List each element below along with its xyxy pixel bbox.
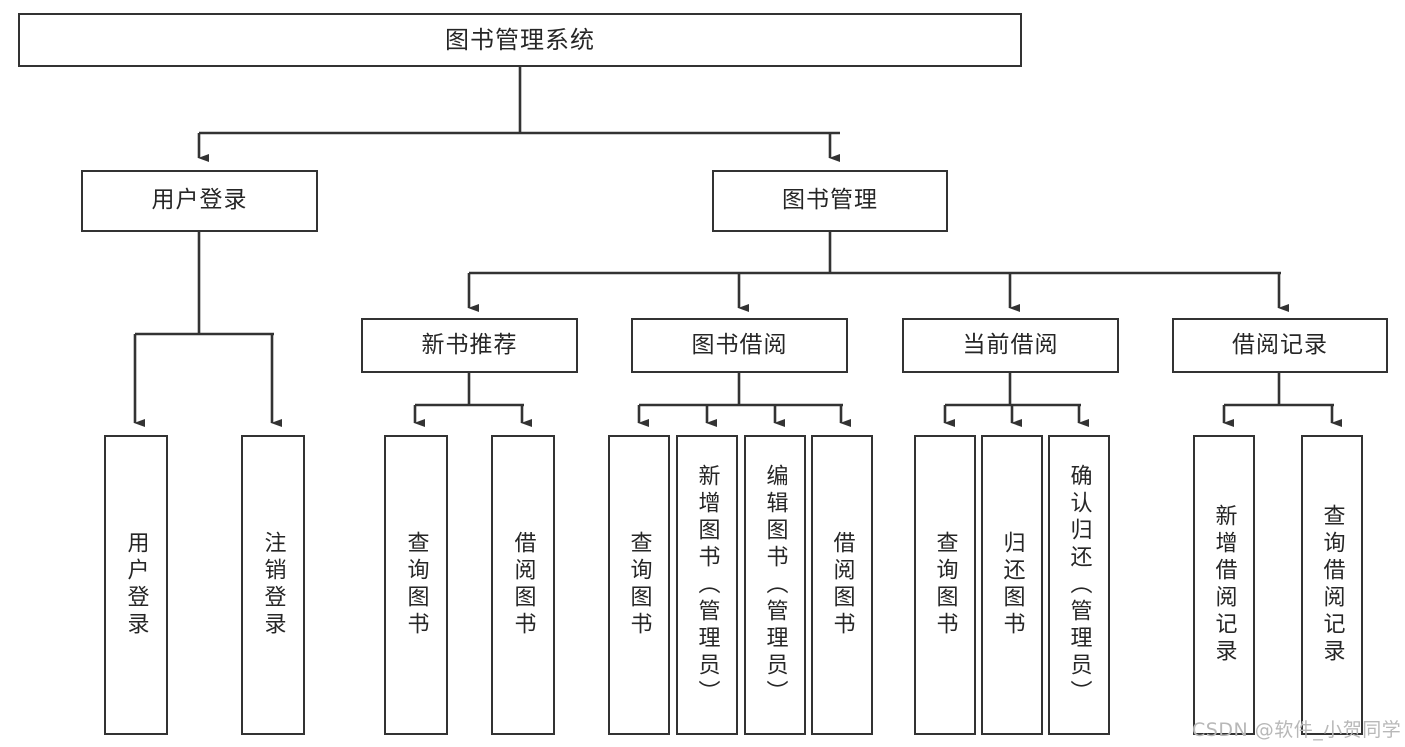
node-leaf-query-book-borrow[interactable]: 查询图书 <box>608 435 670 735</box>
node-leaf-add-book[interactable]: 新增图书（管理员） <box>676 435 738 735</box>
node-leaf-return-book[interactable]: 归还图书 <box>981 435 1043 735</box>
node-label: 借阅图书 <box>829 531 855 639</box>
node-label: 借阅记录 <box>1232 331 1328 358</box>
node-root-book-management-system[interactable]: 图书管理系统 <box>18 13 1022 67</box>
node-book-borrow[interactable]: 图书借阅 <box>631 318 848 373</box>
node-label: 图书管理 <box>782 187 878 214</box>
node-current-borrow[interactable]: 当前借阅 <box>902 318 1119 373</box>
node-label: 新增借阅记录 <box>1211 504 1237 666</box>
node-leaf-user-login[interactable]: 用户登录 <box>104 435 168 735</box>
node-leaf-user-logout[interactable]: 注销登录 <box>241 435 305 735</box>
node-book-management[interactable]: 图书管理 <box>712 170 948 232</box>
node-label: 新增图书（管理员） <box>694 463 720 707</box>
csdn-watermark: CSDN @软件_小贺同学 <box>1192 719 1402 741</box>
node-borrow-record[interactable]: 借阅记录 <box>1172 318 1388 373</box>
node-label: 用户登录 <box>151 187 248 214</box>
node-label: 图书管理系统 <box>445 25 595 54</box>
node-new-book-recommend[interactable]: 新书推荐 <box>361 318 578 373</box>
node-leaf-edit-book[interactable]: 编辑图书（管理员） <box>744 435 806 735</box>
node-leaf-borrow-book-recommend[interactable]: 借阅图书 <box>491 435 555 735</box>
node-user-login[interactable]: 用户登录 <box>81 170 318 232</box>
node-label: 查询图书 <box>626 531 652 639</box>
node-label: 图书借阅 <box>691 331 788 358</box>
node-label: 查询图书 <box>403 531 429 639</box>
node-leaf-query-book-current[interactable]: 查询图书 <box>914 435 976 735</box>
node-label: 确认归还（管理员） <box>1066 463 1092 707</box>
node-leaf-query-book-recommend[interactable]: 查询图书 <box>384 435 448 735</box>
node-leaf-confirm-return[interactable]: 确认归还（管理员） <box>1048 435 1110 735</box>
node-label: 查询图书 <box>932 531 958 639</box>
node-label: 查询借阅记录 <box>1319 504 1345 666</box>
node-label: 新书推荐 <box>421 331 518 358</box>
node-label: 注销登录 <box>260 531 286 639</box>
node-label: 当前借阅 <box>962 331 1059 358</box>
node-label: 用户登录 <box>123 531 149 639</box>
node-label: 借阅图书 <box>510 531 536 639</box>
node-leaf-add-borrow-record[interactable]: 新增借阅记录 <box>1193 435 1255 735</box>
node-label: 编辑图书（管理员） <box>762 463 788 707</box>
node-leaf-borrow-book[interactable]: 借阅图书 <box>811 435 873 735</box>
node-leaf-query-borrow-record[interactable]: 查询借阅记录 <box>1301 435 1363 735</box>
node-label: 归还图书 <box>999 531 1025 639</box>
